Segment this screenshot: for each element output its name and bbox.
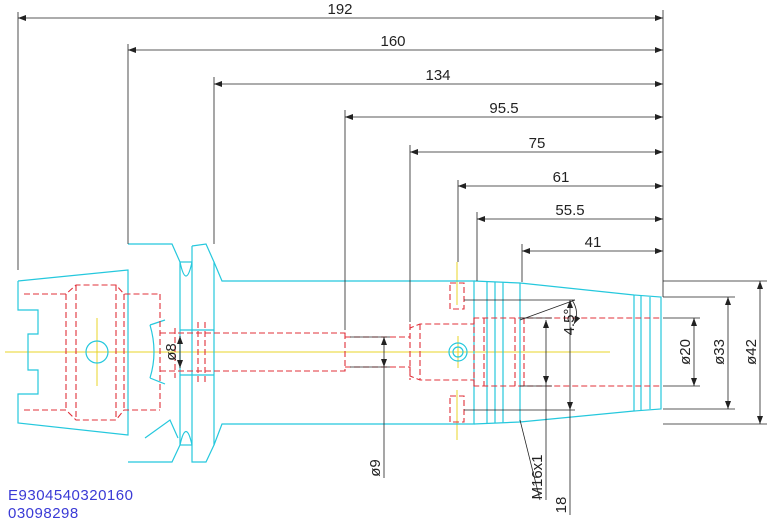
dim-label-134: 134 bbox=[425, 67, 450, 84]
dim-label-75: 75 bbox=[529, 135, 546, 152]
dim-label-20: ø20 bbox=[677, 339, 694, 365]
dimension-lines bbox=[18, 15, 763, 515]
dim-label-33: ø33 bbox=[711, 339, 728, 365]
extension-lines bbox=[17, 10, 767, 425]
dim-label-42: ø42 bbox=[743, 339, 760, 365]
dim-label-9: ø9 bbox=[367, 459, 384, 477]
holder-outline bbox=[17, 243, 662, 463]
dim-label-61: 61 bbox=[553, 169, 570, 186]
dim-label-41: 41 bbox=[585, 234, 602, 251]
part-id-number: 03098298 bbox=[8, 505, 79, 522]
dim-label-55-5: 55.5 bbox=[555, 202, 584, 219]
hidden-features bbox=[24, 282, 660, 423]
dim-label-18: 18 bbox=[553, 497, 570, 514]
dim-label-angle: 4.5° bbox=[561, 309, 578, 336]
dim-label-160: 160 bbox=[380, 33, 405, 50]
dim-label-8: ø8 bbox=[163, 343, 180, 361]
dim-label-m16: M16x1 bbox=[529, 454, 546, 499]
dim-arc-angle bbox=[571, 299, 581, 325]
centerline bbox=[5, 262, 610, 440]
dim-label-192: 192 bbox=[327, 1, 352, 18]
dim-label-95-5: 95.5 bbox=[489, 100, 518, 117]
part-id-code: E9304540320160 bbox=[8, 487, 133, 504]
